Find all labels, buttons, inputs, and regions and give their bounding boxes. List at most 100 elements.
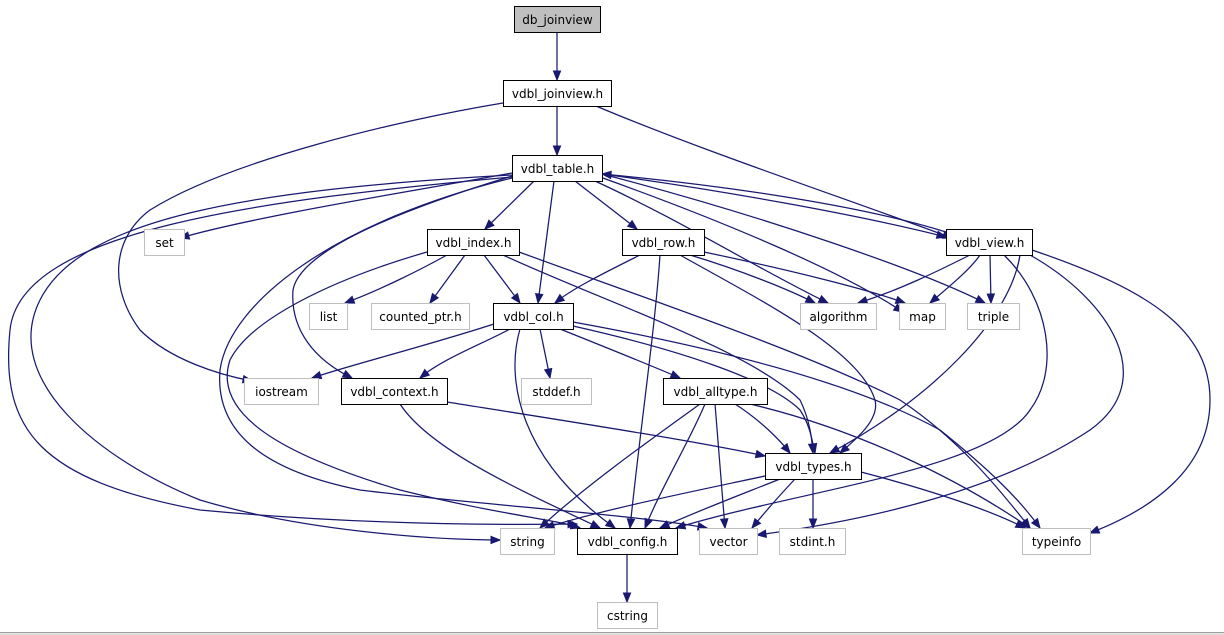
node-vdbl-row-h-box bbox=[622, 229, 705, 256]
edge-vdbl-table-h-to-vdbl-col-h-line bbox=[537, 180, 555, 304]
edge-vdbl-row-h-to-vdbl-types-h-arrowhead bbox=[838, 443, 851, 454]
node-counted-ptr-h-label: counted_ptr.h bbox=[379, 310, 461, 324]
edge-vdbl-col-h-to-typeinfo-line bbox=[572, 321, 1041, 529]
edge-vdbl-col-h-to-stddef-h-arrowhead bbox=[543, 367, 553, 380]
edge-vdbl-view-h-to-map-arrowhead bbox=[928, 293, 941, 304]
edge-vdbl-context-h-to-vdbl-types-h-line bbox=[446, 401, 766, 457]
node-string-label: string bbox=[510, 535, 544, 549]
node-cstring-box bbox=[597, 602, 658, 629]
node-db-joinview[interactable]: db_joinview bbox=[514, 6, 601, 33]
edge-vdbl-types-h-to-typeinfo-arrowhead bbox=[1014, 519, 1027, 529]
edge-vdbl-table-h-to-vdbl-row-h-line bbox=[574, 180, 638, 230]
edge-vdbl-index-h-to-vdbl-types-h bbox=[502, 254, 817, 455]
edge-vdbl-view-h-to-typeinfo bbox=[1031, 249, 1211, 534]
node-vdbl-types-h[interactable]: vdbl_types.h bbox=[765, 453, 862, 480]
node-algorithm-label: algorithm bbox=[810, 310, 868, 324]
node-vdbl-alltype-h[interactable]: vdbl_alltype.h bbox=[663, 378, 768, 405]
node-vdbl-joinview-h[interactable]: vdbl_joinview.h bbox=[503, 80, 612, 107]
edge-vdbl-table-h-to-vdbl-context-h-line bbox=[292, 175, 513, 379]
edge-vdbl-view-h-to-vdbl-config-h-arrowhead bbox=[674, 521, 687, 530]
edge-vdbl-alltype-h-to-vdbl-config-h bbox=[644, 403, 706, 530]
edge-vdbl-alltype-h-to-typeinfo-line bbox=[749, 403, 1031, 529]
edge-vdbl-table-h-to-algorithm-arrowhead bbox=[817, 294, 830, 304]
edge-vdbl-table-h-to-vdbl-view-h-line bbox=[601, 173, 947, 238]
node-algorithm: algorithm bbox=[800, 303, 877, 330]
edge-vdbl-index-h-to-list-line bbox=[344, 254, 448, 304]
edge-vdbl-row-h-to-vdbl-config-h bbox=[626, 254, 661, 530]
edge-vdbl-table-h-to-vdbl-view-h bbox=[601, 173, 948, 239]
node-vdbl-joinview-h-label: vdbl_joinview.h bbox=[512, 87, 603, 101]
edge-vdbl-view-h-to-map bbox=[928, 254, 981, 304]
node-vdbl-col-h[interactable]: vdbl_col.h bbox=[493, 303, 574, 330]
edge-vdbl-view-h-to-triple-arrowhead bbox=[986, 293, 996, 305]
node-triple-label: triple bbox=[978, 310, 1009, 324]
edges-layer bbox=[7, 32, 1211, 604]
edge-vdbl-table-h-to-map-line bbox=[599, 176, 904, 313]
edge-vdbl-col-h-to-vdbl-config-h-line bbox=[514, 328, 616, 529]
edge-vdbl-table-h-to-algorithm-line bbox=[594, 180, 829, 304]
edge-vdbl-row-h-to-algorithm-line bbox=[689, 254, 816, 304]
node-map: map bbox=[899, 303, 946, 330]
edge-vdbl-table-h-to-vdbl-col-h bbox=[534, 180, 555, 305]
edge-vdbl-col-h-to-vdbl-alltype-h-arrowhead bbox=[669, 370, 682, 379]
edge-vdbl-table-h-to-string-arrowhead bbox=[490, 535, 502, 545]
edge-vdbl-col-h-to-vdbl-alltype-h bbox=[559, 328, 682, 379]
edge-vdbl-table-h-to-vdbl-index-h bbox=[484, 180, 535, 230]
edge-vdbl-row-h-to-vdbl-col-h bbox=[553, 254, 641, 304]
edge-vdbl-col-h-to-typeinfo-arrowhead bbox=[1030, 517, 1041, 530]
edge-vdbl-index-h-to-vdbl-col-h-line bbox=[483, 254, 521, 304]
edge-vdbl-view-h-to-vdbl-types-h-line bbox=[829, 254, 1021, 454]
edge-vdbl-view-h-to-vector-line bbox=[756, 254, 1124, 536]
node-vdbl-context-h[interactable]: vdbl_context.h bbox=[341, 378, 448, 405]
edge-vdbl-row-h-to-algorithm bbox=[689, 254, 817, 304]
edge-vdbl-index-h-to-typeinfo-line bbox=[518, 251, 1031, 529]
node-vdbl-table-h-box bbox=[512, 155, 603, 182]
node-vdbl-view-h[interactable]: vdbl_view.h bbox=[946, 229, 1033, 256]
node-iostream-label: iostream bbox=[255, 385, 308, 399]
edge-vdbl-col-h-to-vdbl-alltype-h-line bbox=[559, 328, 681, 379]
node-vdbl-index-h-box bbox=[427, 229, 520, 256]
edge-vdbl-col-h-to-vdbl-config-h bbox=[514, 328, 617, 529]
edge-vdbl-view-h-to-typeinfo-arrowhead bbox=[1088, 525, 1101, 534]
edge-vdbl-col-h-to-vdbl-types-h-line bbox=[572, 325, 816, 454]
edge-vdbl-alltype-h-to-vector-arrowhead bbox=[719, 518, 729, 530]
node-vdbl-joinview-h-box bbox=[503, 80, 612, 107]
edge-vdbl-row-h-to-vdbl-config-h-arrowhead bbox=[626, 518, 636, 530]
node-map-box bbox=[899, 303, 946, 330]
node-iostream: iostream bbox=[244, 378, 319, 405]
edge-vdbl-view-h-to-vector bbox=[755, 254, 1124, 539]
node-algorithm-box bbox=[800, 303, 877, 330]
edge-vdbl-row-h-to-algorithm-arrowhead bbox=[804, 294, 817, 304]
edge-vdbl-view-h-to-algorithm bbox=[856, 254, 971, 305]
node-vdbl-table-h[interactable]: vdbl_table.h bbox=[512, 155, 603, 182]
edge-vdbl-context-h-to-vdbl-config-h bbox=[399, 403, 602, 529]
node-counted-ptr-h: counted_ptr.h bbox=[371, 303, 470, 330]
edge-vdbl-alltype-h-to-vdbl-types-h bbox=[734, 403, 791, 455]
edge-vdbl-row-h-to-map-line bbox=[703, 251, 906, 304]
edge-vdbl-joinview-h-to-vdbl-table-h bbox=[552, 106, 562, 157]
edge-vdbl-view-h-to-vdbl-types-h bbox=[828, 254, 1021, 454]
edge-vdbl-types-h-to-string-line bbox=[544, 475, 766, 529]
edge-vdbl-context-h-to-vdbl-config-h-arrowhead bbox=[589, 520, 602, 529]
edge-vdbl-row-h-to-vdbl-config-h-line bbox=[629, 254, 661, 529]
node-counted-ptr-h-box bbox=[371, 303, 470, 330]
edge-vdbl-view-h-to-vdbl-table-h-line bbox=[601, 173, 947, 233]
node-stddef-h-label: stddef.h bbox=[532, 385, 580, 399]
edge-vdbl-view-h-to-typeinfo-line bbox=[1031, 249, 1211, 534]
edge-vdbl-index-h-to-counted-ptr-h-arrowhead bbox=[429, 292, 440, 305]
edge-vdbl-alltype-h-to-vector-line bbox=[714, 403, 726, 529]
nodes-layer: db_joinviewvdbl_joinview.hvdbl_table.hse… bbox=[144, 6, 1091, 629]
edge-vdbl-view-h-to-vdbl-table-h-arrowhead bbox=[600, 170, 612, 180]
node-stddef-h: stddef.h bbox=[521, 378, 592, 405]
node-vdbl-index-h[interactable]: vdbl_index.h bbox=[427, 229, 520, 256]
edge-vdbl-table-h-to-vdbl-row-h-arrowhead bbox=[626, 219, 639, 230]
node-list-label: list bbox=[320, 310, 338, 324]
edge-vdbl-context-h-to-vdbl-types-h-arrowhead bbox=[754, 449, 767, 459]
node-vdbl-context-h-label: vdbl_context.h bbox=[350, 385, 438, 399]
node-vdbl-config-h[interactable]: vdbl_config.h bbox=[577, 528, 678, 555]
node-vdbl-row-h[interactable]: vdbl_row.h bbox=[622, 229, 705, 256]
edge-vdbl-view-h-to-vdbl-types-h-arrowhead bbox=[828, 444, 841, 454]
node-stddef-h-box bbox=[521, 378, 592, 405]
node-vdbl-context-h-box bbox=[341, 378, 448, 405]
